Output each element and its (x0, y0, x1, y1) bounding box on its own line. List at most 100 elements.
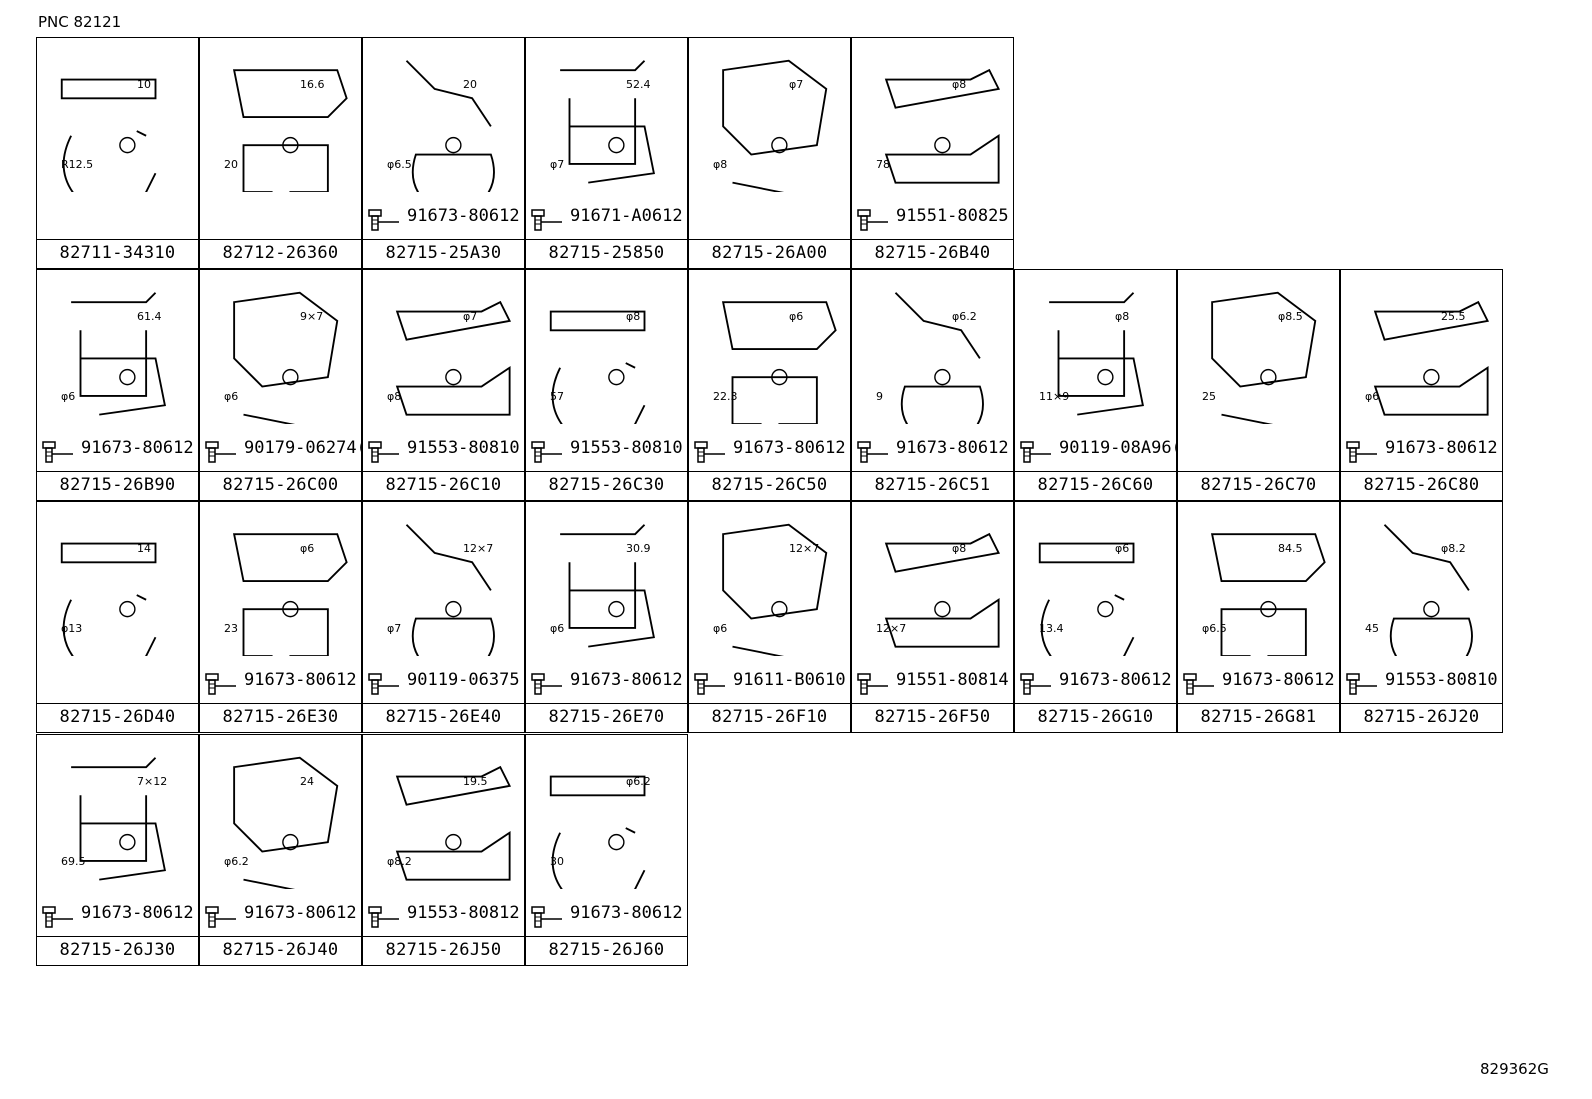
bracket-drawing (1211, 291, 1317, 424)
bolt-callout: 91673-80612 (693, 438, 853, 464)
dimension-label: 78 (876, 158, 890, 171)
bolt-part-number: 91673-80612 (896, 438, 1009, 458)
part-number: 82715-26C51 (852, 471, 1013, 499)
bracket-drawing (233, 756, 339, 889)
bracket-drawing (560, 60, 655, 184)
bolt-callout: 91673-80612 (1182, 670, 1342, 696)
dimension-label: 16.6 (300, 78, 325, 91)
dimension-label: 9×7 (300, 310, 324, 323)
part-number: 82715-26J30 (37, 936, 198, 964)
bolt-part-number: 91673-80612 (244, 903, 357, 923)
part-number: 82715-25A30 (363, 239, 524, 267)
dimension-label: 22.3 (713, 390, 738, 403)
bolt-icon (205, 441, 236, 463)
dimension-label: 30.9 (626, 542, 651, 555)
dimension-label: φ6.2 (224, 855, 249, 868)
bolt-icon (531, 209, 562, 231)
bolt-icon (1020, 441, 1051, 463)
part-number: 82715-26E40 (363, 703, 524, 731)
dimension-label: φ6 (713, 622, 728, 635)
bracket-drawing (1383, 524, 1473, 656)
dimension-label: φ6 (789, 310, 804, 323)
bracket-drawing (60, 542, 157, 656)
part-number: 82715-26D40 (37, 703, 198, 731)
bolt-icon (531, 441, 562, 463)
bracket-drawing (549, 310, 646, 424)
bolt-icon (205, 673, 236, 695)
bolt-callout: 91673-80612 (530, 903, 690, 929)
bolt-callout: 91553-80810 (530, 438, 690, 464)
dimension-label: φ7 (550, 158, 565, 171)
dimension-label: φ6.5 (1202, 622, 1227, 635)
dimension-label: φ6 (550, 622, 565, 635)
pnc-label: PNC 82121 (38, 13, 122, 31)
part-number: 82715-26B90 (37, 471, 198, 499)
dimension-label: 14 (137, 542, 151, 555)
part-number: 82715-26J50 (363, 936, 524, 964)
bolt-part-number: 91611-B0610 (733, 670, 846, 690)
bolt-callout: 91673-80612 (367, 206, 527, 232)
bracket-drawing (884, 532, 1001, 648)
bracket-drawing (884, 68, 1001, 184)
bolt-part-number: 91673-80612 (733, 438, 846, 458)
bolt-part-number: 91553-80810 (570, 438, 683, 458)
dimension-label: φ6.2 (952, 310, 977, 323)
bolt-part-number: 90179-06274(2) (244, 438, 388, 458)
dimension-label: φ6 (1115, 542, 1130, 555)
dimension-label: 12×7 (876, 622, 907, 635)
bracket-drawing (405, 524, 495, 656)
dimension-label: φ8.5 (1278, 310, 1303, 323)
dimension-label: 84.5 (1278, 542, 1303, 555)
bolt-callout: 91673-80612 (204, 670, 364, 696)
part-number: 82715-26C60 (1015, 471, 1176, 499)
bolt-icon (1346, 441, 1377, 463)
bracket-drawing (722, 59, 828, 192)
bracket-drawing (60, 78, 157, 192)
dimension-label: φ8.2 (1441, 542, 1466, 555)
dimension-label: φ8 (626, 310, 641, 323)
bolt-part-number: 91553-80810 (407, 438, 520, 458)
bolt-callout: 91553-80810 (367, 438, 527, 464)
part-number: 82715-26G10 (1015, 703, 1176, 731)
bolt-icon (205, 906, 236, 928)
bolt-callout: 91673-80612 (530, 670, 690, 696)
dimension-label: 12×7 (463, 542, 494, 555)
bolt-icon (42, 441, 73, 463)
bolt-part-number: 91553-80810 (1385, 670, 1498, 690)
bracket-drawing (1049, 292, 1144, 416)
dimension-label: φ7 (387, 622, 402, 635)
dimension-label: 20 (224, 158, 238, 171)
dimension-label: 24 (300, 775, 314, 788)
bracket-drawing (405, 60, 495, 192)
bolt-icon (531, 673, 562, 695)
bracket-drawing (560, 524, 655, 648)
part-number: 82715-26J20 (1341, 703, 1502, 731)
bolt-part-number: 90119-06375 (407, 670, 520, 690)
part-number: 82715-26E30 (200, 703, 361, 731)
dimension-label: φ6.5 (387, 158, 412, 171)
dimension-label: 10 (137, 78, 151, 91)
dimension-label: φ7 (463, 310, 478, 323)
bolt-icon (857, 209, 888, 231)
bracket-drawing (395, 300, 512, 416)
part-number: 82711-34310 (37, 239, 198, 267)
bolt-icon (531, 906, 562, 928)
bolt-icon (857, 673, 888, 695)
bracket-drawing (1210, 533, 1326, 656)
bracket-drawing (232, 69, 348, 192)
dimension-label: φ6 (1365, 390, 1380, 403)
dimension-label: 25.5 (1441, 310, 1466, 323)
